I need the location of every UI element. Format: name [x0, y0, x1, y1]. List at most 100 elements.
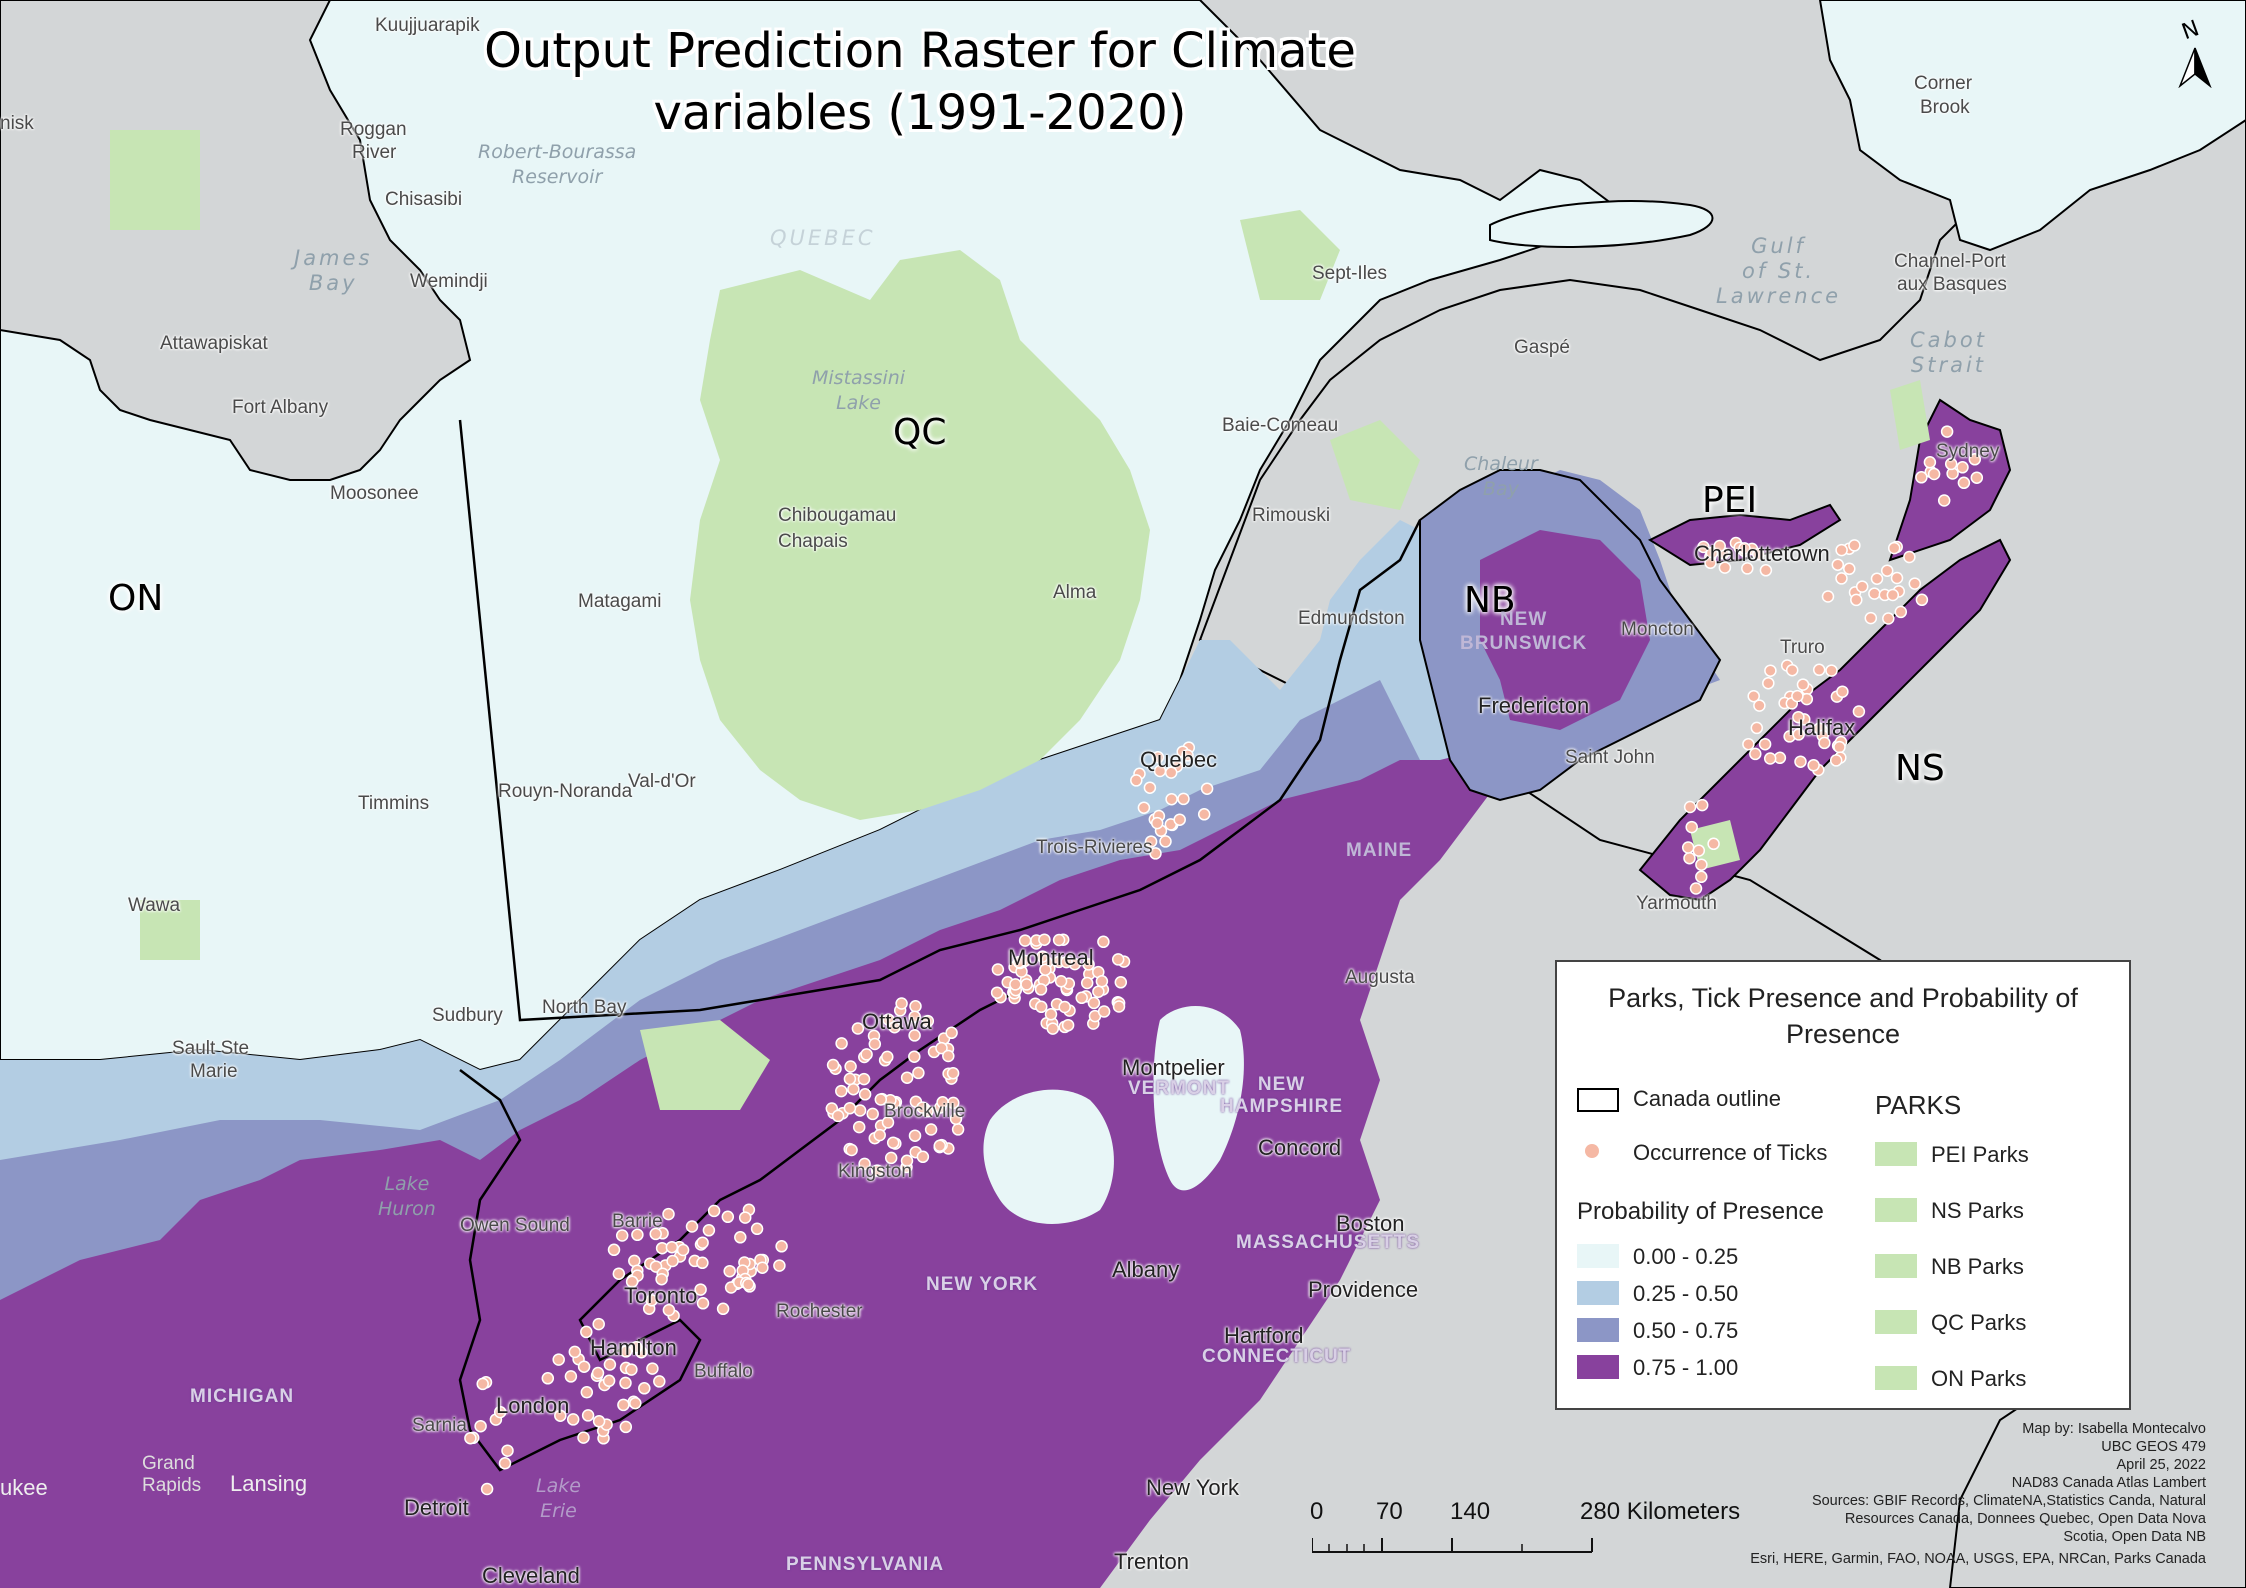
tick-point — [564, 1370, 578, 1383]
tick-point — [1695, 870, 1708, 884]
tick-point — [1796, 678, 1810, 691]
tick-point — [1165, 792, 1178, 806]
tick-point — [1741, 562, 1754, 575]
water-label-line: Strait — [1910, 353, 1987, 377]
tick-point — [1835, 572, 1848, 585]
tick-point — [881, 1050, 894, 1064]
tick-point — [1695, 858, 1708, 871]
tick-point — [1075, 991, 1088, 1005]
tick-point — [554, 1409, 567, 1422]
tick-point — [1097, 935, 1110, 949]
tick-point — [935, 1041, 948, 1055]
tick-point — [1707, 837, 1720, 851]
place-fort-albany: Fort Albany — [232, 397, 329, 418]
place-brook: Brook — [1920, 97, 1970, 118]
tick-point — [775, 1240, 788, 1253]
place-owen-sound: Owen Sound — [460, 1215, 570, 1236]
water-label-line: Lake — [384, 1173, 430, 1195]
tick-point — [951, 1123, 965, 1136]
place-val-dor: Val-d'Or — [628, 771, 696, 792]
tick-point — [630, 1340, 643, 1354]
water-chaleur-bay: Chaleur Bay — [1464, 452, 1538, 502]
tick-point — [1035, 1000, 1048, 1014]
state-new-brunswick: NEW BRUNSWICK — [1460, 608, 1587, 656]
place-timmins: Timmins — [358, 793, 430, 814]
tick-point — [1087, 996, 1101, 1010]
tick-point — [1868, 587, 1881, 600]
tick-point — [738, 1211, 752, 1224]
state-new-york: NEW YORK — [926, 1274, 1039, 1295]
tick-point — [625, 1363, 638, 1376]
tick-point — [1009, 978, 1022, 991]
tick-point — [1038, 933, 1051, 946]
tick-point — [707, 1204, 721, 1218]
tick-point — [1915, 471, 1928, 484]
tick-point — [617, 1398, 630, 1412]
tick-point — [916, 1101, 929, 1114]
place-channel-port: Channel-Port — [1894, 251, 2006, 272]
place-fredericton: Fredericton — [1478, 693, 1590, 718]
tick-point — [716, 1302, 730, 1316]
water-label-line: James — [294, 246, 373, 270]
tick-point — [1855, 580, 1869, 593]
tick-point — [665, 1240, 679, 1254]
state-maine: MAINE — [1346, 840, 1413, 861]
tick-point — [857, 1072, 871, 1086]
tick-point — [1850, 593, 1863, 607]
tick-point — [1713, 539, 1726, 553]
tick-point — [577, 1360, 591, 1373]
tick-point — [845, 1143, 858, 1157]
park-on-algonquin — [640, 1020, 770, 1110]
tick-point — [1923, 456, 1937, 469]
tick-point — [1683, 800, 1697, 814]
tick-point — [619, 1345, 633, 1358]
water-label-line: Lawrence — [1716, 284, 1842, 308]
tick-point — [493, 1405, 507, 1419]
place-attawapiskat: Attawapiskat — [160, 333, 268, 354]
tick-point — [1137, 801, 1151, 814]
tick-point — [886, 1136, 900, 1149]
tick-point — [1940, 425, 1954, 438]
tick-point — [908, 1010, 921, 1023]
credit-line: Sources: GBIF Records, ClimateNA,Statist… — [1811, 1493, 2206, 1509]
place-wawa: Wawa — [128, 895, 181, 916]
tick-point — [1704, 556, 1717, 570]
place-rouyn-noranda: Rouyn-Noranda — [498, 781, 633, 802]
tick-point — [1821, 590, 1835, 603]
water-label-line: Cabot — [1910, 328, 1987, 352]
tick-point — [750, 1222, 764, 1236]
tick-point — [933, 1139, 947, 1153]
tick-point — [847, 1082, 860, 1096]
place-aux-basques: aux Basques — [1897, 274, 2007, 295]
water-label-line: Lake — [536, 1475, 581, 1497]
tick-point — [676, 1243, 690, 1257]
tick-point — [1764, 664, 1777, 677]
place-charlottetown: Charlottetown — [1694, 541, 1830, 566]
tick-point — [1831, 558, 1845, 571]
tick-point — [1036, 950, 1049, 963]
tick-point — [868, 1037, 882, 1051]
place-river: River — [352, 142, 397, 163]
tick-point — [592, 1317, 605, 1331]
tick-point — [638, 1382, 651, 1395]
park-item-3: NB Parks — [1931, 1254, 2024, 1279]
place-wemindji: Wemindji — [410, 271, 488, 292]
credit-line: Esri, HERE, Garmin, FAO, NOAA, USGS, EPA… — [1750, 1551, 2206, 1567]
water-label-line: Lake — [836, 392, 881, 414]
tick-point — [1164, 766, 1178, 779]
tick-point — [1749, 747, 1762, 761]
adirondack-low-area — [983, 1089, 1114, 1224]
tick-point — [1044, 1008, 1058, 1021]
tick-point — [991, 963, 1005, 976]
province-label-nb: NB — [1464, 580, 1516, 621]
tick-point — [1886, 588, 1900, 602]
tick-point — [936, 1096, 949, 1109]
prob-swatch-2 — [1577, 1281, 1619, 1305]
state-label-line: NEW — [1257, 1074, 1306, 1095]
tick-point — [1082, 958, 1095, 971]
tick-point — [591, 1366, 605, 1380]
place-hartford: Hartford — [1224, 1323, 1304, 1348]
park-item-1: PEI Parks — [1931, 1142, 2029, 1167]
credit-line: NAD83 Canada Atlas Lambert — [2011, 1475, 2206, 1491]
tick-point — [1829, 754, 1843, 767]
